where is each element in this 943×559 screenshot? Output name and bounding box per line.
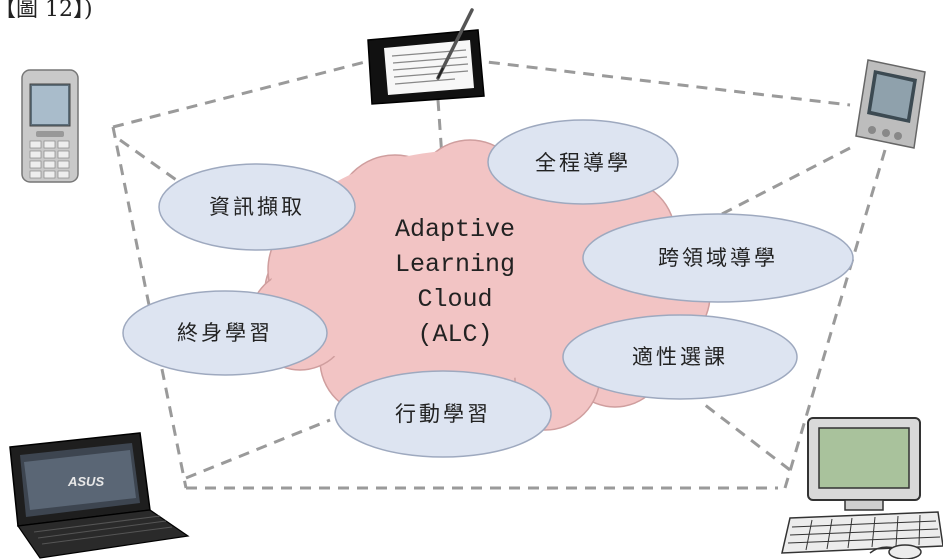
figure-label: 【圖 12】) [0,0,93,22]
tablet-icon [367,8,485,105]
laptop-icon: ASUS [9,432,190,559]
bubble-lifelong: 終身學習 [122,290,328,376]
spoke-pda [719,146,851,217]
bubble-mobile-label: 行動學習 [395,402,491,426]
spoke-desktop [704,403,791,472]
cloud-line-4: (ALC) [417,320,492,349]
cloud-line-2: Learning [395,250,515,279]
cloud-line-1: Adaptive [395,215,515,244]
spoke-laptop [185,418,331,480]
cloud-title: Adaptive Learning Cloud (ALC) [395,215,515,349]
bubble-mobile: 行動學習 [334,370,552,458]
bubble-adaptive: 適性選課 [562,314,798,400]
bubble-cross: 跨領域導學 [582,213,854,303]
edge-phone-laptop [111,126,188,489]
laptop-brand: ASUS [67,474,104,489]
desktop-computer-icon [781,417,943,559]
bubble-info: 資訊擷取 [158,163,356,251]
bubble-lifelong-label: 終身學習 [177,321,273,345]
edge-pda-desktop [783,149,887,489]
edge-tablet-pda [469,58,851,107]
bubble-adaptive-label: 適性選課 [632,345,728,369]
bubble-info-label: 資訊擷取 [209,195,305,219]
cloud-line-3: Cloud [417,285,492,314]
edge-phone-tablet [112,60,366,129]
bubble-full: 全程導學 [487,119,679,205]
bubble-cross-label: 跨領域導學 [658,246,778,270]
bubble-full-label: 全程導學 [535,151,631,175]
pda-icon [855,59,926,149]
mobile-phone-icon [21,69,79,183]
